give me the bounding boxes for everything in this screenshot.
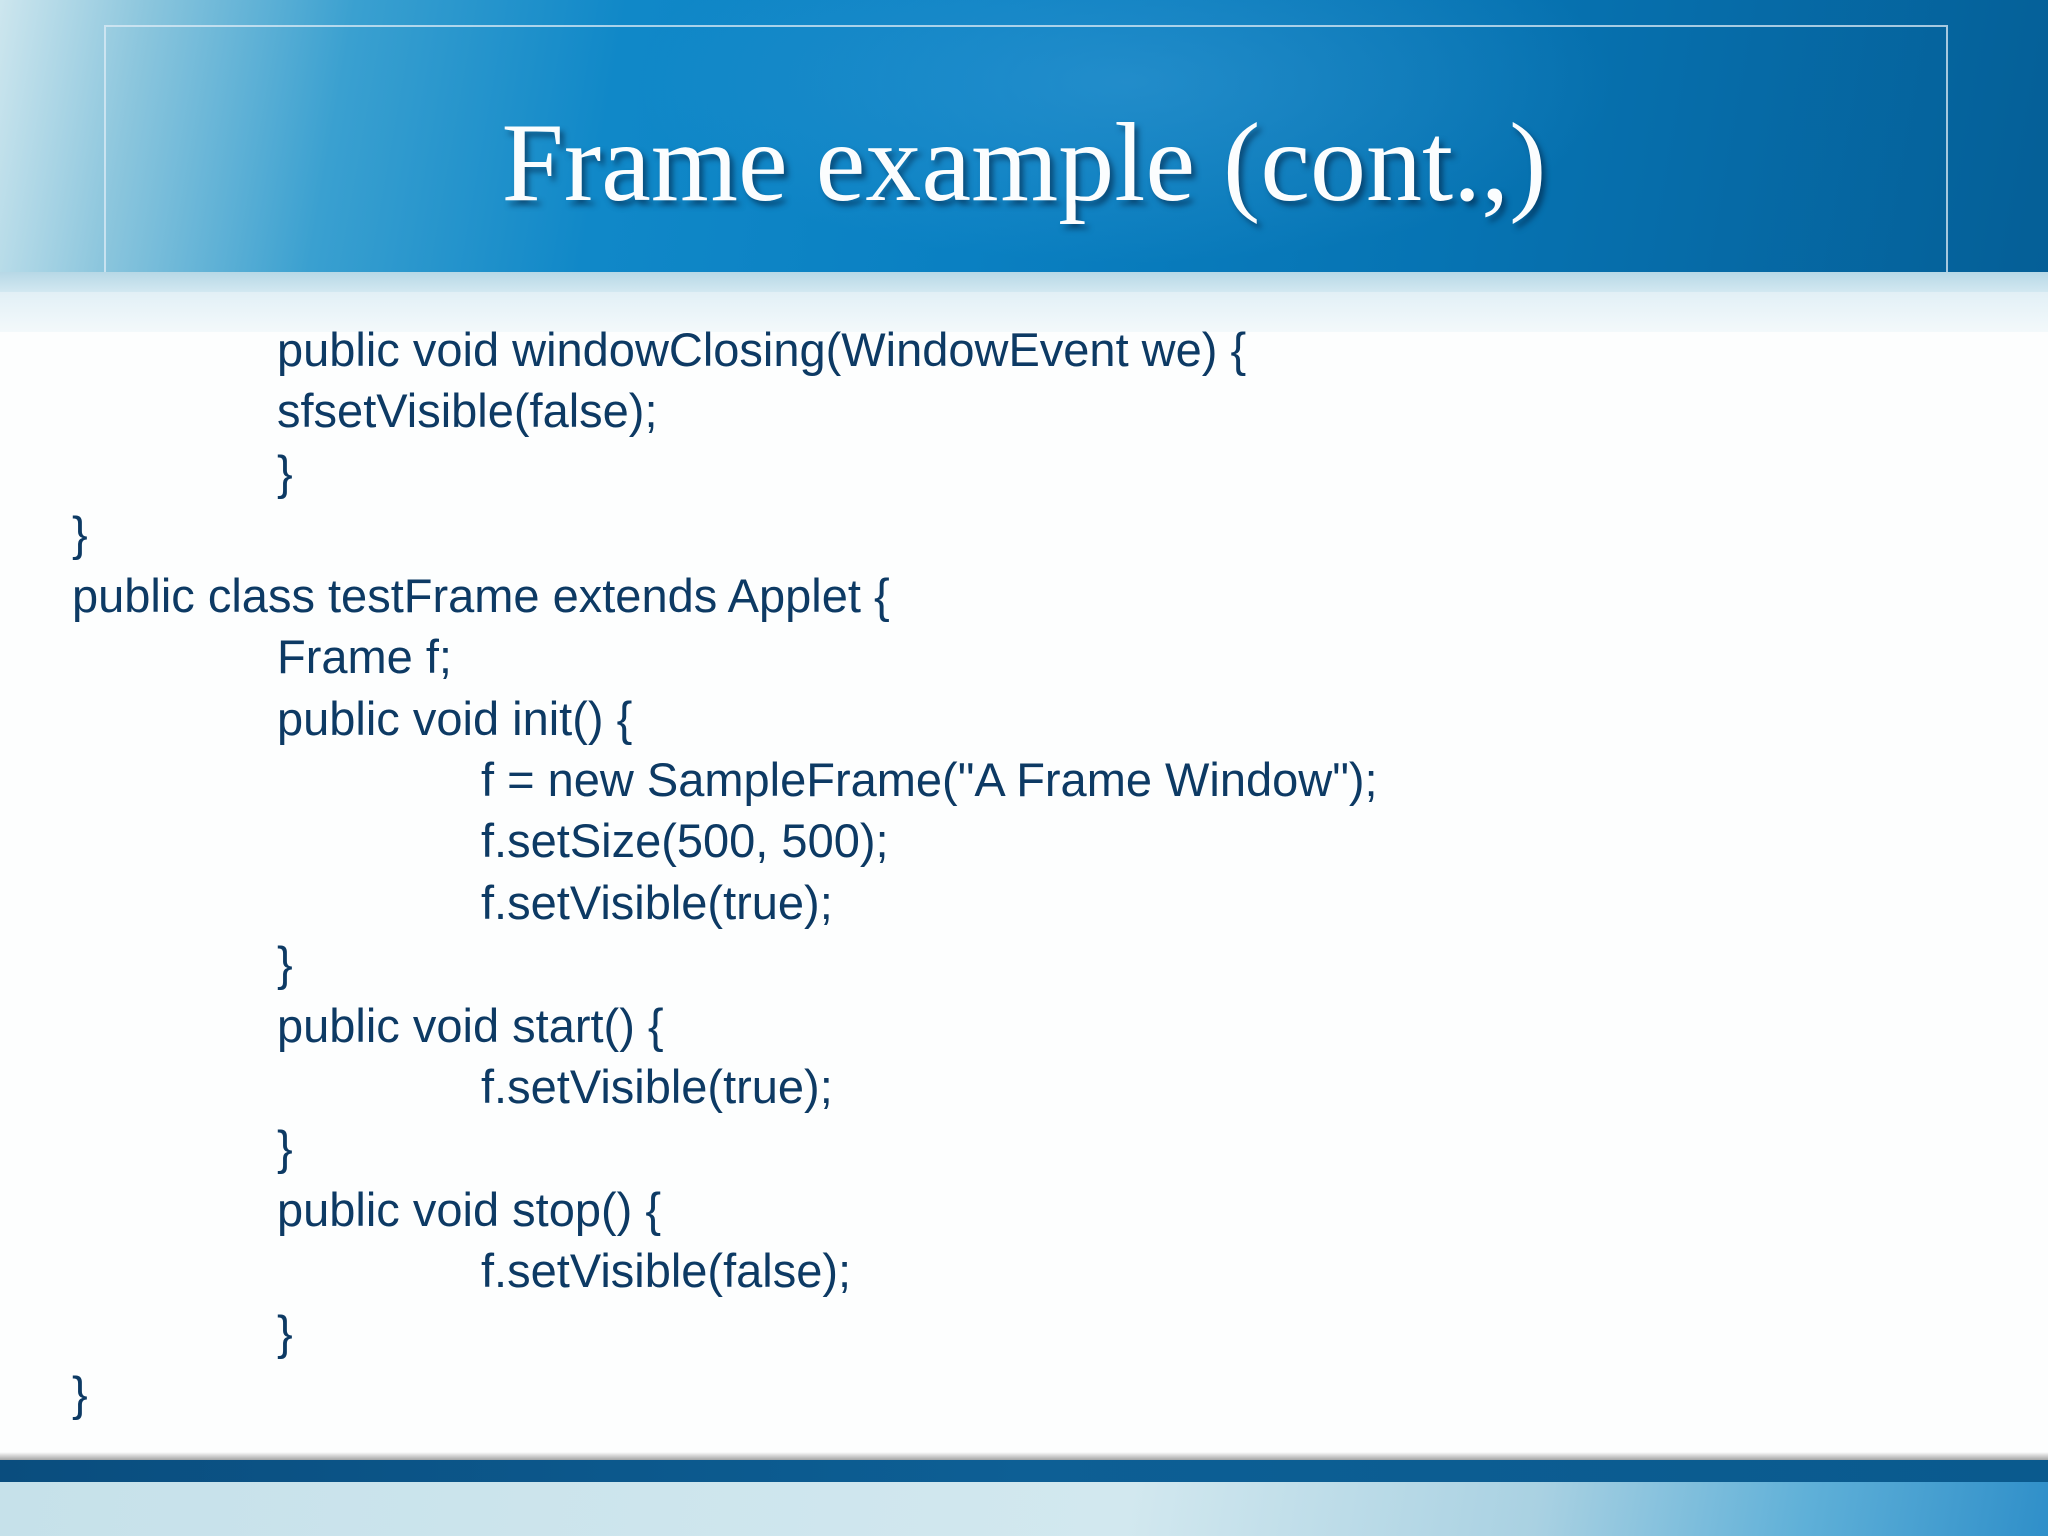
code-line: f = new SampleFrame("A Frame Window"); — [481, 753, 1378, 806]
code-line: f.setVisible(true); — [481, 1060, 833, 1113]
header-fade-band — [0, 292, 2048, 332]
code-line: } — [72, 507, 88, 560]
code-line: public void windowClosing(WindowEvent we… — [277, 323, 1247, 376]
header-divider-band — [0, 272, 2048, 292]
code-line: sfsetVisible(false); — [277, 384, 658, 437]
code-line: public void start() { — [277, 999, 664, 1052]
code-line: public void stop() { — [277, 1183, 662, 1236]
footer-light-band — [0, 1482, 2048, 1536]
code-line: f.setVisible(true); — [481, 876, 833, 929]
code-line: public class testFrame extends Applet { — [72, 569, 890, 622]
code-line: } — [277, 1306, 293, 1359]
code-line: } — [72, 1367, 88, 1420]
code-line: public void init() { — [277, 692, 633, 745]
code-line: Frame f; — [277, 630, 452, 683]
footer-shadow — [0, 1452, 2048, 1460]
title-banner — [0, 0, 2048, 272]
code-line: } — [277, 446, 293, 499]
code-line: } — [277, 937, 293, 990]
slide-title: Frame example (cont.,) — [501, 101, 1547, 225]
footer-dark-band — [0, 1460, 2048, 1482]
code-line: f.setVisible(false); — [481, 1244, 852, 1297]
code-line: } — [277, 1121, 293, 1174]
code-line: f.setSize(500, 500); — [481, 814, 889, 867]
